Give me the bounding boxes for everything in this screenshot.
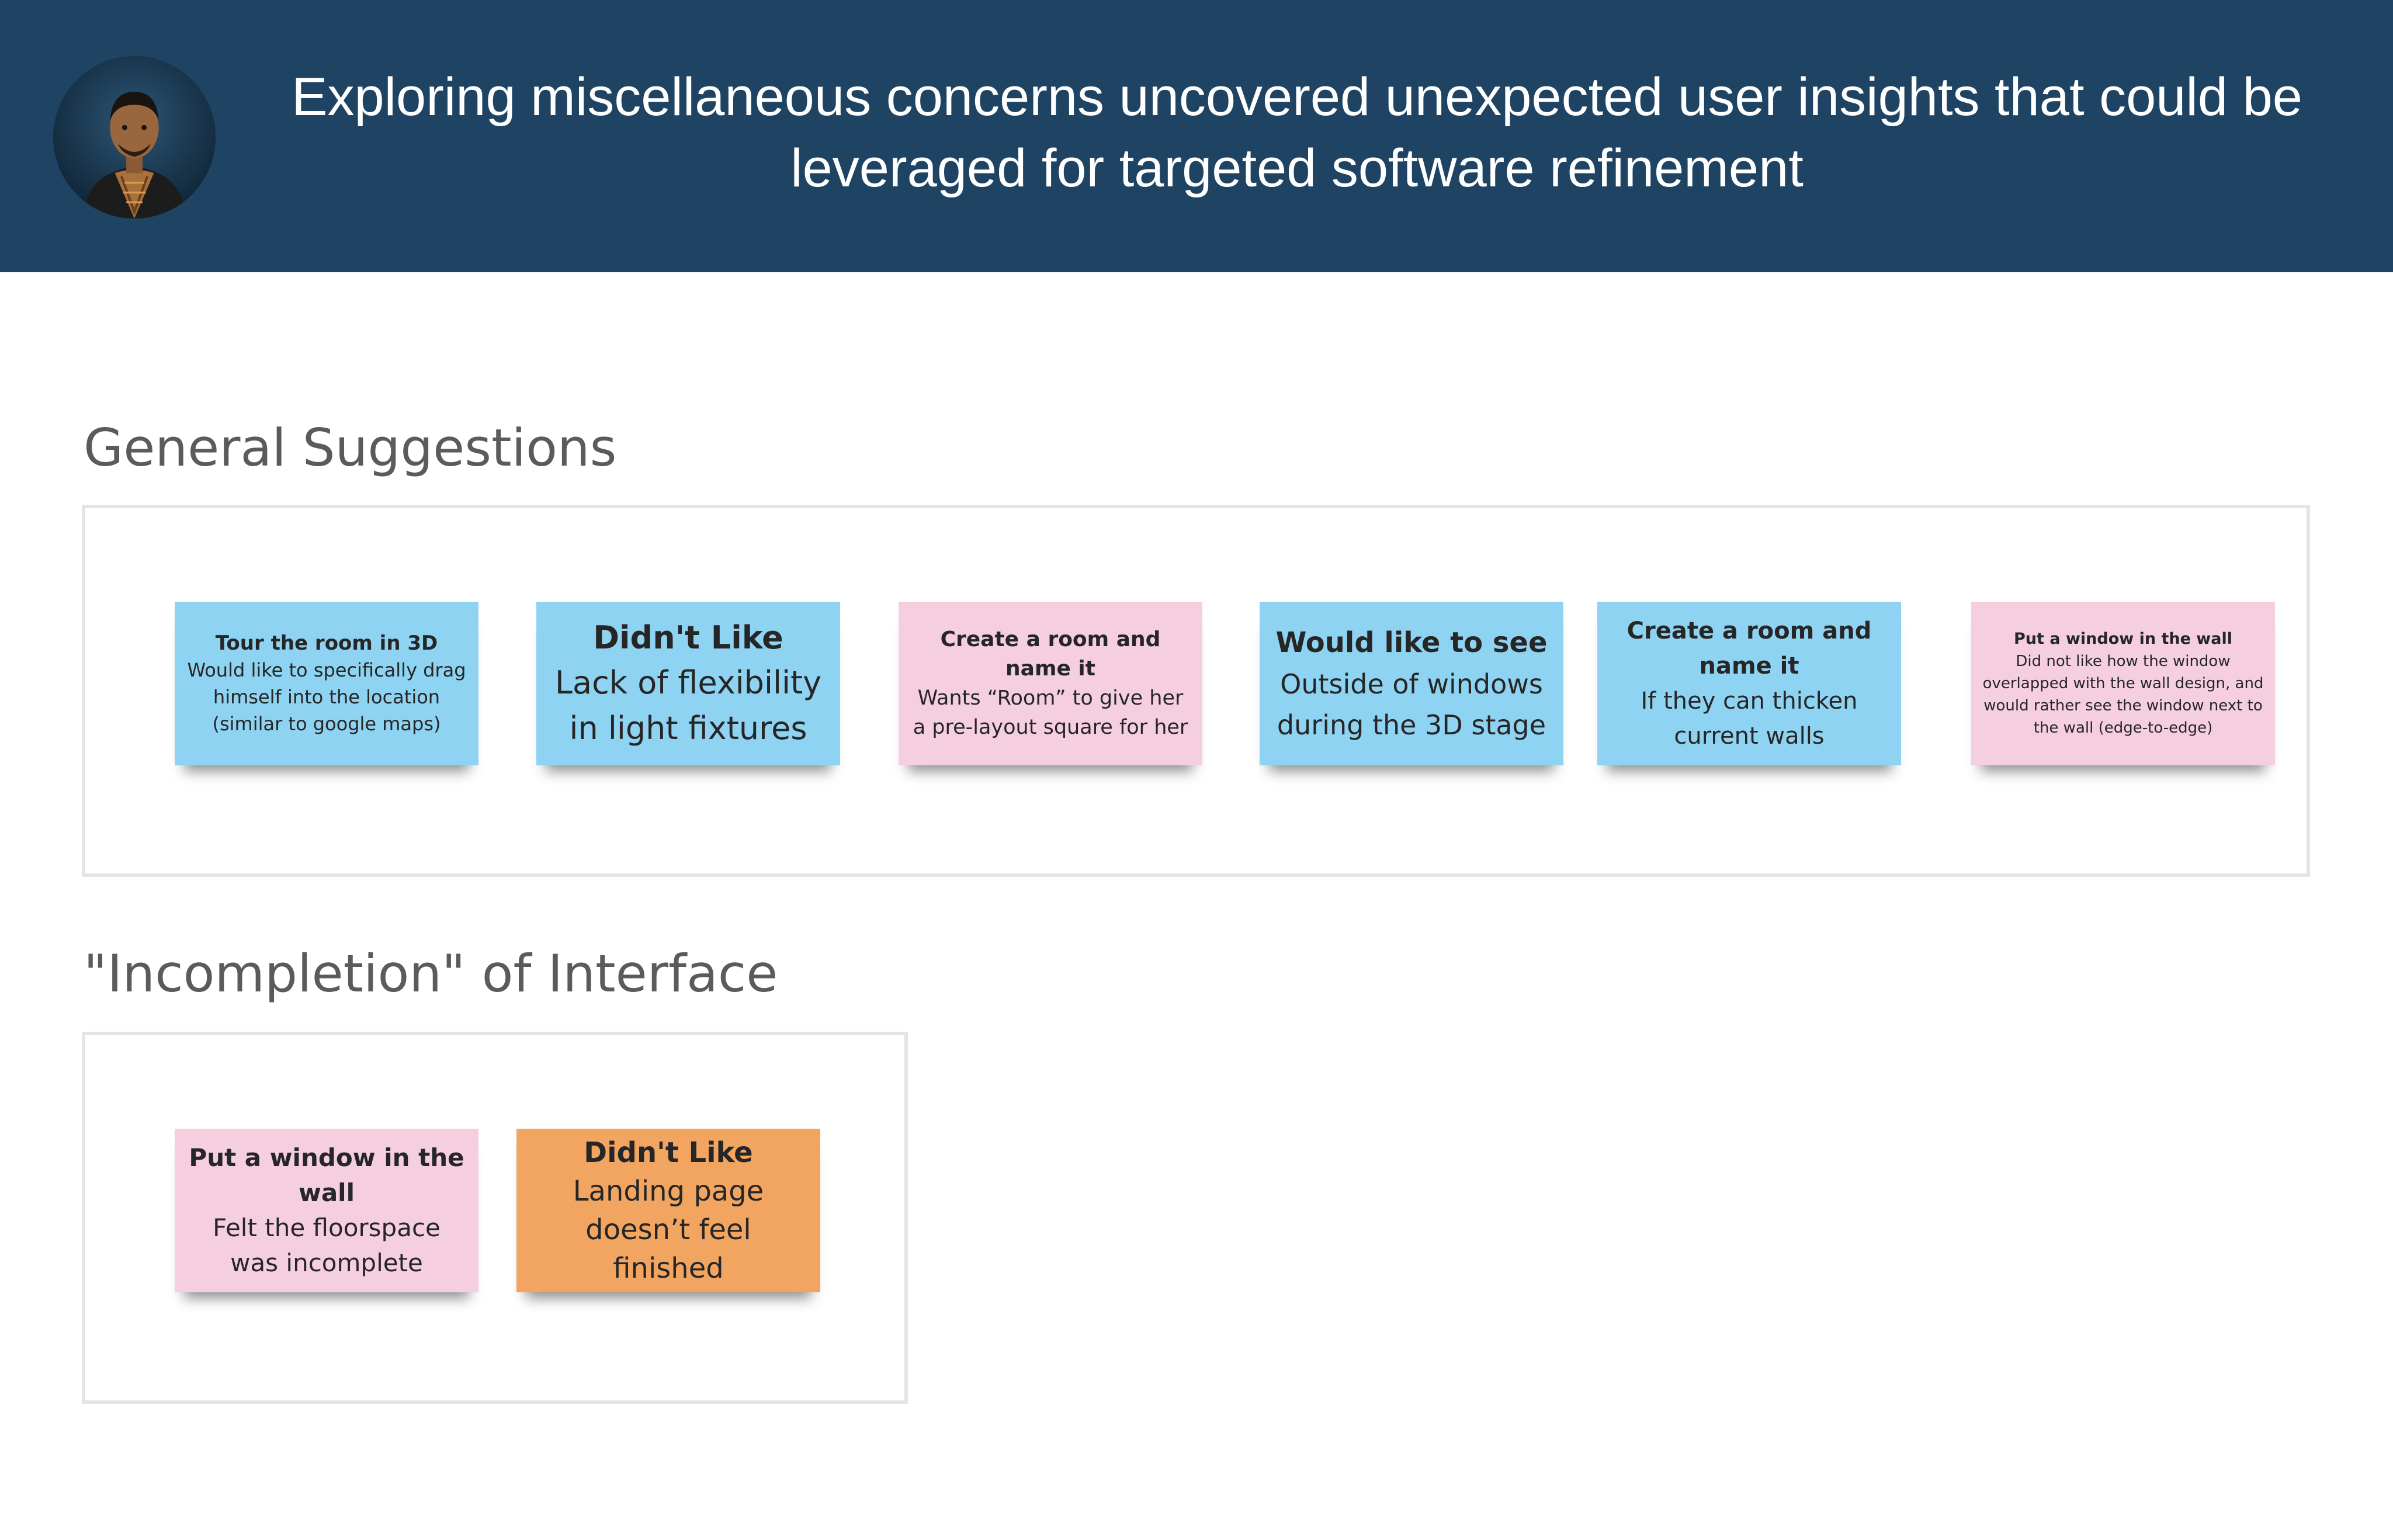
person-photo-icon xyxy=(53,56,216,218)
sticky-note-heading: Put a window in the wall xyxy=(189,1143,464,1207)
sticky-note-body: If they can thicken current walls xyxy=(1641,688,1858,750)
sticky-note-body: Lack of flexibility in light fixtures xyxy=(554,664,822,747)
sticky-note-heading: Put a window in the wall xyxy=(2014,630,2232,648)
header-banner: Exploring miscellaneous concerns uncover… xyxy=(0,0,2393,272)
frame-incompletion: Put a window in the wall Felt the floors… xyxy=(82,1032,908,1404)
sticky-note-body: Would like to specifically drag himself … xyxy=(187,659,466,735)
sticky-note-body: Did not like how the window overlapped w… xyxy=(1982,653,2264,737)
sticky-note-heading: Didn't Like xyxy=(584,1136,753,1169)
frame-general-suggestions: Tour the room in 3D Would like to specif… xyxy=(82,505,2310,877)
sticky-note-heading: Create a room and name it xyxy=(940,627,1161,681)
sticky-note[interactable]: Put a window in the wall Did not like ho… xyxy=(1971,602,2275,765)
sticky-note-body: Landing page doesn’t feel finished xyxy=(573,1175,764,1285)
sticky-note-body: Wants “Room” to give her a pre-layout sq… xyxy=(913,686,1188,739)
section-title-incompletion: "Incompletion" of Interface xyxy=(84,944,778,1004)
sticky-note-body: Felt the floorspace was incomplete xyxy=(213,1213,441,1277)
sticky-note-heading: Didn't Like xyxy=(593,619,783,656)
avatar xyxy=(53,56,216,218)
sticky-note-body: Outside of windows during the 3D stage xyxy=(1277,668,1546,741)
sticky-note[interactable]: Would like to see Outside of windows dur… xyxy=(1260,602,1563,765)
sticky-note[interactable]: Didn't Like Landing page doesn’t feel fi… xyxy=(516,1129,820,1292)
sticky-note[interactable]: Create a room and name it Wants “Room” t… xyxy=(899,602,1202,765)
sticky-note[interactable]: Didn't Like Lack of flexibility in light… xyxy=(536,602,840,765)
sticky-note-heading: Create a room and name it xyxy=(1626,618,1872,679)
page-title: Exploring miscellaneous concerns uncover… xyxy=(292,67,2302,198)
sticky-note[interactable]: Create a room and name it If they can th… xyxy=(1597,602,1901,765)
sticky-note-heading: Tour the room in 3D xyxy=(215,632,438,655)
section-title-general-suggestions: General Suggestions xyxy=(84,418,617,478)
sticky-note-heading: Would like to see xyxy=(1275,626,1548,659)
sticky-note[interactable]: Put a window in the wall Felt the floors… xyxy=(175,1129,478,1292)
sticky-note[interactable]: Tour the room in 3D Would like to specif… xyxy=(175,602,478,765)
